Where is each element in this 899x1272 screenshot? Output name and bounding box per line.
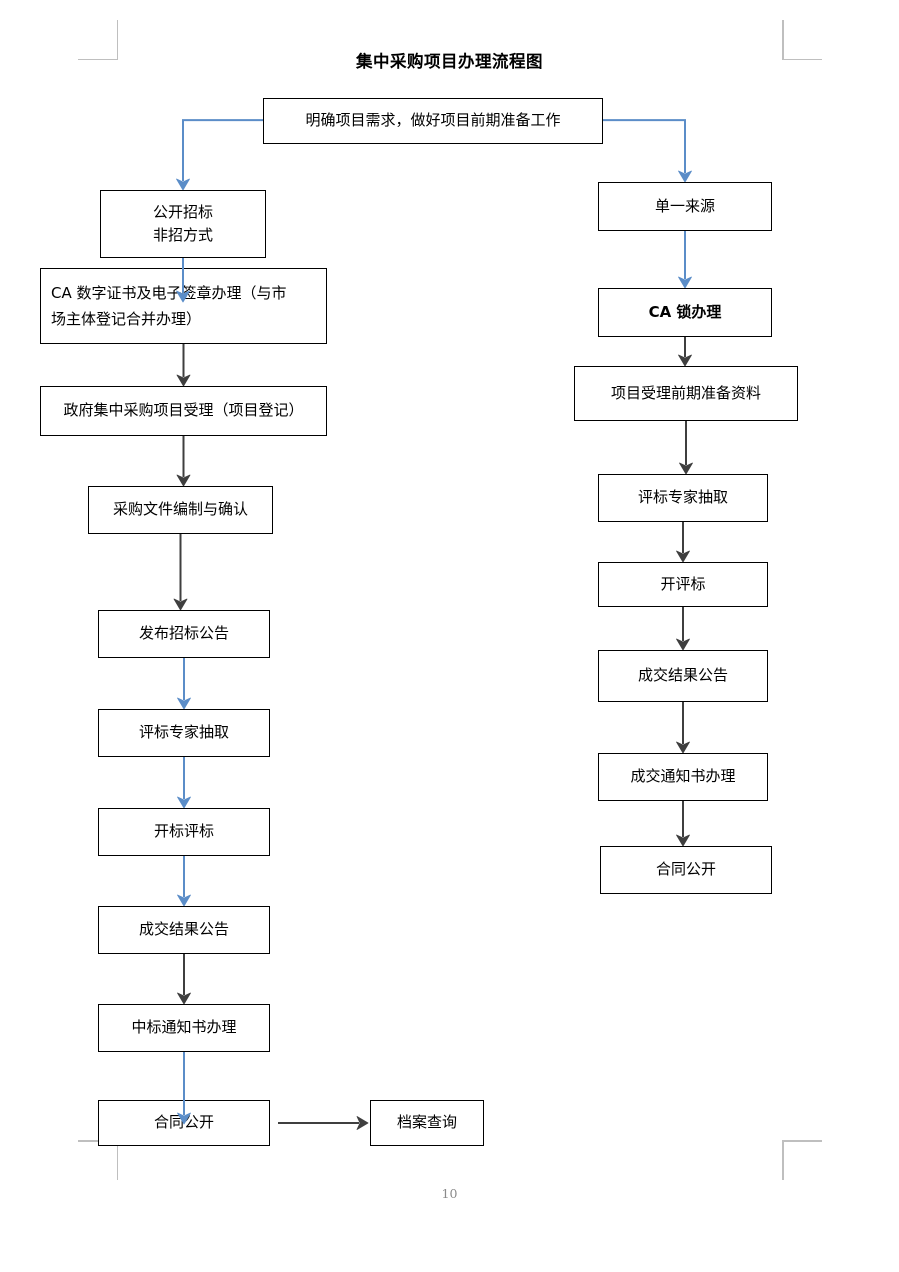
- connector-arrowhead: [177, 796, 191, 809]
- connector-arrowhead: [676, 834, 690, 847]
- page-title: 集中采购项目办理流程图: [356, 52, 543, 71]
- flow-node-r8: 合同公开: [600, 846, 772, 894]
- connector-arrowhead: [678, 354, 692, 367]
- flow-node-l10: 合同公开: [98, 1100, 270, 1146]
- flow-node-l9: 中标通知书办理: [98, 1004, 270, 1052]
- flow-node-archive: 档案查询: [370, 1100, 484, 1146]
- flow-node-l6: 评标专家抽取: [98, 709, 270, 757]
- connector-arrowhead: [176, 178, 190, 191]
- flow-node-label: 采购文件编制与确认: [112, 500, 248, 519]
- flow-node-r3: 项目受理前期准备资料: [574, 366, 798, 421]
- flow-node-label: 成交通知书办理: [630, 767, 736, 786]
- flow-node-l2: CA 数字证书及电子签章办理（与市场主体登记合并办理）: [40, 268, 327, 344]
- flow-node-l1: 公开招标非招方式: [100, 190, 266, 258]
- connector-arrowhead: [176, 374, 191, 387]
- flow-node-r2: CA 锁办理: [598, 288, 772, 337]
- connector-arrowhead: [678, 170, 692, 183]
- flow-node-label: 合同公开: [655, 860, 716, 879]
- flow-node-label: 评标专家抽取: [138, 723, 229, 742]
- page-number: 10: [441, 1186, 458, 1201]
- flow-node-label: CA 数字证书及电子签章办理（与市场主体登记合并办理）: [51, 283, 287, 328]
- connector-arrowhead: [177, 992, 191, 1005]
- flow-node-label: 成交结果公告: [138, 920, 229, 939]
- connector-arrowhead: [678, 276, 692, 289]
- flow-node-l4: 采购文件编制与确认: [88, 486, 273, 534]
- flow-node-r4: 评标专家抽取: [598, 474, 768, 522]
- connector-arrowhead: [676, 741, 690, 754]
- flow-node-label: 发布招标公告: [138, 624, 229, 643]
- flow-node-l8: 成交结果公告: [98, 906, 270, 954]
- flow-node-start: 明确项目需求，做好项目前期准备工作: [263, 98, 603, 144]
- flow-node-l7: 开标评标: [98, 808, 270, 856]
- connector-line: [603, 119, 686, 173]
- connector-arrowhead: [173, 598, 188, 611]
- flow-node-r6: 成交结果公告: [598, 650, 768, 702]
- flow-node-label: 成交结果公告: [637, 666, 728, 685]
- flow-node-label: 开评标: [660, 574, 706, 593]
- connector-arrowhead: [676, 550, 690, 563]
- connector-arrowhead: [679, 462, 693, 475]
- flow-node-label: 公开招标非招方式: [152, 202, 213, 244]
- flow-node-label: 项目受理前期准备资料: [610, 383, 761, 402]
- flow-node-label: 单一来源: [654, 196, 715, 215]
- flow-node-label: 合同公开: [153, 1113, 214, 1132]
- connector-arrowhead: [176, 474, 191, 487]
- connector-arrowhead: [676, 638, 690, 651]
- flow-node-label: 开标评标: [153, 822, 214, 841]
- connector-arrowhead: [356, 1116, 369, 1130]
- flow-node-r1: 单一来源: [598, 182, 772, 231]
- flow-node-label: 政府集中采购项目受理（项目登记）: [63, 401, 304, 420]
- flow-node-l5: 发布招标公告: [98, 610, 270, 658]
- flow-node-r7: 成交通知书办理: [598, 753, 768, 801]
- connector-line: [182, 119, 263, 181]
- flow-node-label: CA 锁办理: [648, 302, 722, 321]
- flow-node-label: 档案查询: [396, 1113, 457, 1132]
- connector-arrowhead: [177, 894, 191, 907]
- flow-node-r5: 开评标: [598, 562, 768, 607]
- connector-arrowhead: [177, 697, 191, 710]
- flow-node-l3: 政府集中采购项目受理（项目登记）: [40, 386, 327, 436]
- flow-node-label: 中标通知书办理: [131, 1018, 237, 1037]
- flow-node-label: 评标专家抽取: [637, 488, 728, 507]
- flow-node-label: 明确项目需求，做好项目前期准备工作: [305, 111, 561, 130]
